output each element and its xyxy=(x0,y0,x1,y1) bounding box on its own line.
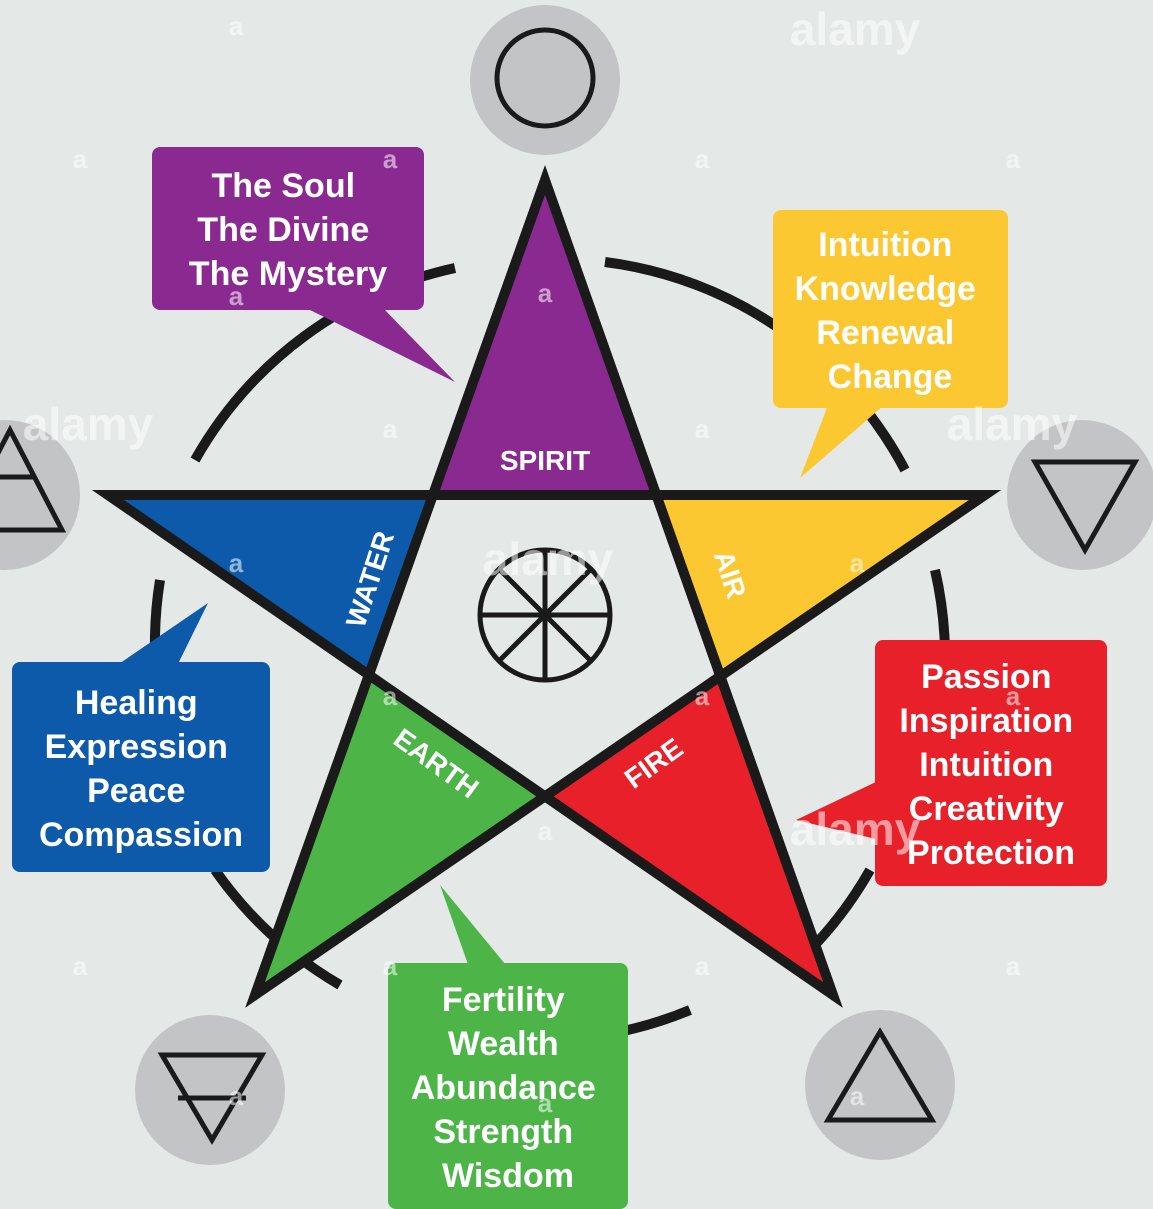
fire-trait: Protection xyxy=(907,834,1075,872)
watermark-text: alamy xyxy=(483,533,614,585)
spirit-label: SPIRIT xyxy=(500,445,590,476)
water-trait: Compassion xyxy=(39,816,243,854)
air-point xyxy=(660,492,985,670)
earth-trait: Wisdom xyxy=(442,1157,574,1195)
watermark-mark: a xyxy=(383,951,398,981)
watermark-mark: a xyxy=(1006,144,1021,174)
earth-trait: Fertility xyxy=(442,981,565,1019)
watermark-mark: a xyxy=(73,951,88,981)
fire-symbol xyxy=(805,1010,955,1160)
air-trait: Renewal xyxy=(816,314,954,352)
watermark-mark: a xyxy=(73,144,88,174)
water-triangle-icon xyxy=(0,424,67,533)
watermark-mark: a xyxy=(229,1081,244,1111)
spirit-point xyxy=(432,180,660,492)
spirit-symbol xyxy=(470,5,620,155)
watermark-mark: a xyxy=(538,1088,553,1118)
svg-text:Intuition Knowledge: Intuition Knowledge Renewal Change xyxy=(795,226,986,396)
svg-text:Passion Inspiration: Passion Inspiration Intuition Creativity… xyxy=(899,658,1082,872)
watermark-text: alamy xyxy=(947,398,1078,450)
watermark-mark: a xyxy=(229,281,244,311)
watermark-mark: a xyxy=(383,414,398,444)
earth-bubble: Fertility Wealth Abundance Strength Wisd… xyxy=(388,885,628,1209)
svg-text:The Soul The Divine: The Soul The Divine The Mystery xyxy=(189,167,387,293)
earth-symbol xyxy=(135,1015,285,1165)
eight-spoke-wheel-icon xyxy=(477,547,613,683)
water-symbol xyxy=(0,420,80,570)
spirit-trait: The Mystery xyxy=(189,255,387,293)
watermark-text: alamy xyxy=(790,803,921,855)
earth-triangle-icon xyxy=(157,1052,267,1145)
watermark-text: alamy xyxy=(23,398,154,450)
watermark-mark: a xyxy=(695,144,710,174)
air-trait: Intuition xyxy=(818,226,952,264)
circle-icon xyxy=(494,27,596,129)
watermark-mark: a xyxy=(383,681,398,711)
watermark-mark: a xyxy=(695,681,710,711)
watermark-mark: a xyxy=(229,11,244,41)
earth-trait: Abundance xyxy=(411,1069,596,1107)
fire-trait: Passion xyxy=(921,658,1051,696)
air-trait: Change xyxy=(828,358,953,396)
pentagram-outline xyxy=(91,165,1002,1008)
air-triangle-icon xyxy=(1030,459,1140,556)
spirit-bubble: The Soul The Divine The Mystery xyxy=(152,147,455,382)
fire-triangle-icon xyxy=(823,1027,937,1123)
water-point xyxy=(108,492,432,672)
earth-trait: Wealth xyxy=(448,1025,559,1063)
watermark-text: alamy xyxy=(790,3,921,55)
watermark-mark: a xyxy=(1006,681,1021,711)
water-trait: Peace xyxy=(87,772,185,810)
water-trait: Healing xyxy=(75,684,198,722)
air-symbol xyxy=(1007,420,1153,570)
water-bubble: Healing Expression Peace Compassion xyxy=(12,603,270,872)
watermark-mark: a xyxy=(383,144,398,174)
spirit-trait: The Divine xyxy=(197,211,369,249)
earth-point xyxy=(255,672,545,995)
air-trait: Knowledge xyxy=(795,270,976,308)
watermark-mark: a xyxy=(850,1081,865,1111)
fire-trait: Intuition xyxy=(919,746,1053,784)
watermark-mark: a xyxy=(538,278,553,308)
earth-trait: Strength xyxy=(433,1113,573,1151)
watermark-mark: a xyxy=(229,548,244,578)
svg-text:Healing Expression: Healing Expression Peace Compassion xyxy=(39,684,243,854)
water-trait: Expression xyxy=(45,728,228,766)
fire-bubble: Passion Inspiration Intuition Creativity… xyxy=(796,640,1107,886)
fire-trait: Inspiration xyxy=(899,702,1073,740)
watermark-mark: a xyxy=(538,816,553,846)
fire-trait: Creativity xyxy=(909,790,1064,828)
spirit-trait: The Soul xyxy=(211,167,355,205)
watermark-mark: a xyxy=(1006,951,1021,981)
watermark-mark: a xyxy=(695,414,710,444)
watermark-mark: a xyxy=(850,548,865,578)
watermark-mark: a xyxy=(695,951,710,981)
svg-text:Fertility Wealth A: Fertility Wealth Abundance Strength Wisd… xyxy=(411,981,606,1195)
watermark: alamy alamy alamy alamy alamy a a a a a … xyxy=(23,3,1078,1118)
air-bubble: Intuition Knowledge Renewal Change xyxy=(773,210,1008,478)
